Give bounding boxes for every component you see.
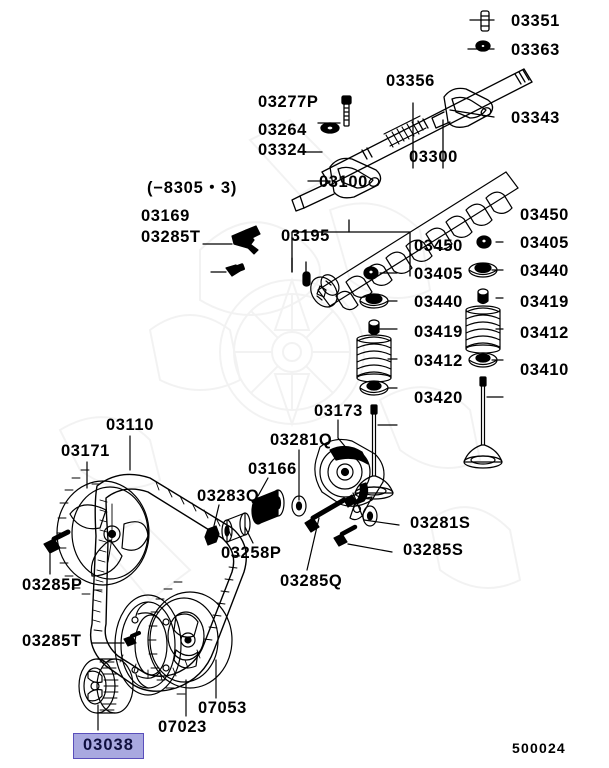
rocker-arm-upper <box>431 87 494 129</box>
part-label-03285P[interactable]: 03285P <box>22 576 83 594</box>
part-label-03351[interactable]: 03351 <box>511 12 560 30</box>
part-label-03410[interactable]: 03410 <box>520 361 569 379</box>
part-label-03343[interactable]: 03343 <box>511 109 560 127</box>
part-03351 <box>480 10 490 32</box>
part-label-03281S[interactable]: 03281S <box>410 514 471 532</box>
part-label-03419-left[interactable]: 03419 <box>414 323 463 341</box>
tensioner-group <box>204 419 400 571</box>
part-03166 <box>251 489 285 525</box>
part-03285Q <box>304 494 357 533</box>
rocker-shaft-part <box>291 10 533 212</box>
part-label-03419-right[interactable]: 03419 <box>520 293 569 311</box>
part-03410-valve <box>463 376 503 469</box>
part-03173-tensioner <box>314 438 385 521</box>
part-label-03283Q[interactable]: 03283Q <box>197 487 260 505</box>
part-label-03281Q[interactable]: 03281Q <box>270 431 333 449</box>
part-03419-right-spring <box>465 305 501 354</box>
part-label-03110[interactable]: 03110 <box>106 416 154 434</box>
leader-lines-rocker <box>299 19 495 182</box>
part-03281Q <box>291 495 307 517</box>
part-03363 <box>475 40 491 52</box>
part-07053-sprocket <box>147 581 233 695</box>
part-label-03285Q[interactable]: 03285Q <box>280 572 343 590</box>
part-03264 <box>320 122 340 134</box>
part-label-03169[interactable]: 03169 <box>141 207 190 225</box>
part-label-03166[interactable]: 03166 <box>248 460 297 478</box>
part-label-03038-selected[interactable]: 03038 <box>73 733 144 759</box>
part-03038-sprocket <box>78 658 134 714</box>
part-label-03285T-upper[interactable]: 03285T <box>141 228 201 246</box>
part-label-03258P[interactable]: 03258P <box>221 544 282 562</box>
part-label-03195[interactable]: 03195 <box>281 227 330 245</box>
part-03285P <box>43 529 71 554</box>
rocker-arm-lower <box>291 157 382 212</box>
drawing-number: 500024 <box>512 740 566 756</box>
part-label-03277P[interactable]: 03277P <box>258 93 319 111</box>
part-03285T-upper <box>210 263 245 277</box>
part-03169 <box>202 225 261 255</box>
part-label-03171[interactable]: 03171 <box>61 442 110 460</box>
timing-belt-group <box>43 435 247 731</box>
part-label-03285S[interactable]: 03285S <box>403 541 464 559</box>
part-label-03420[interactable]: 03420 <box>414 389 463 407</box>
part-03283Q <box>204 525 220 546</box>
part-label-03412-left[interactable]: 03412 <box>414 352 463 370</box>
part-label-03285T-lower[interactable]: 03285T <box>22 632 82 650</box>
camshaft-part <box>310 171 519 311</box>
part-07023-plate <box>114 594 182 696</box>
part-03277P <box>341 95 352 127</box>
part-label-03173[interactable]: 03173 <box>314 402 363 420</box>
part-label-03440-right[interactable]: 03440 <box>520 262 569 280</box>
part-label-03450-right[interactable]: 03450 <box>520 206 569 224</box>
part-label-03412-right[interactable]: 03412 <box>520 324 569 342</box>
part-label-03100[interactable]: 03100 <box>319 173 368 191</box>
part-label-03450-left[interactable]: 03450 <box>414 237 463 255</box>
date-range-note: (−8305・3) <box>147 179 238 197</box>
part-03285T-lower <box>123 631 141 647</box>
part-03171-sprocket <box>56 469 150 595</box>
part-03195 <box>302 271 311 287</box>
part-label-03363[interactable]: 03363 <box>511 41 560 59</box>
valve-train-right <box>463 235 504 469</box>
part-label-03300[interactable]: 03300 <box>409 148 458 166</box>
part-label-03440-left[interactable]: 03440 <box>414 293 463 311</box>
part-label-03264[interactable]: 03264 <box>258 121 307 139</box>
part-label-03405-right[interactable]: 03405 <box>520 234 569 252</box>
part-label-03324[interactable]: 03324 <box>258 141 307 159</box>
part-03281S <box>362 505 378 527</box>
part-label-03356[interactable]: 03356 <box>386 72 435 90</box>
part-label-07023[interactable]: 07023 <box>158 718 207 736</box>
part-03419-left-spring <box>356 334 392 383</box>
part-03285S <box>333 524 358 547</box>
part-label-07053[interactable]: 07053 <box>198 699 247 717</box>
part-label-03405-left[interactable]: 03405 <box>414 265 463 283</box>
valve-train-left <box>354 266 398 500</box>
